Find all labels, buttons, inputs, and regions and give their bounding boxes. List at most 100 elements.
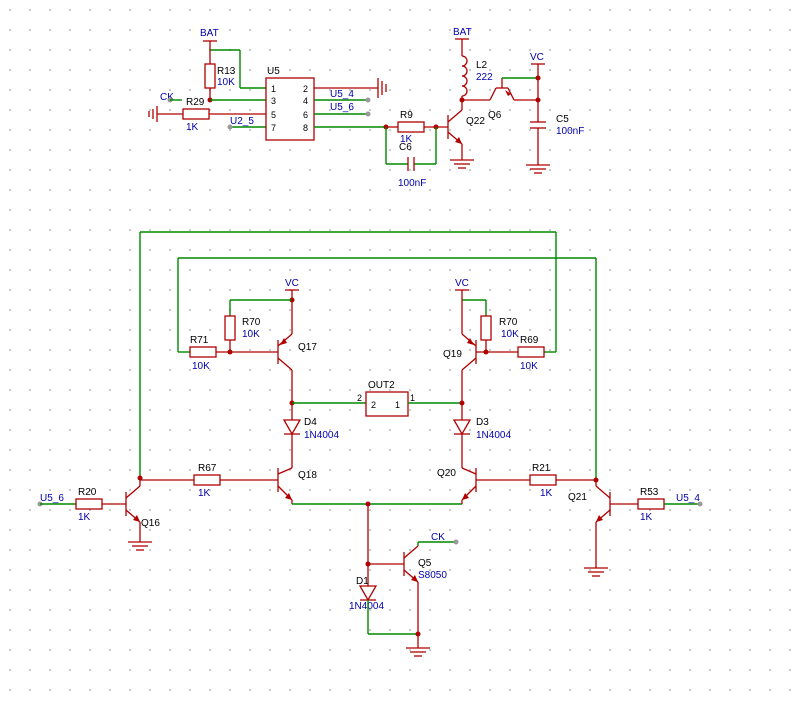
- capacitor-c6[interactable]: C6 100nF: [398, 142, 426, 189]
- diode-d1[interactable]: D1 1N4004: [349, 576, 384, 612]
- junction: [137, 475, 143, 481]
- transistor-q19[interactable]: Q19: [443, 333, 477, 371]
- bat-net-label: BAT: [200, 28, 219, 39]
- c6-ref: C6: [399, 142, 412, 153]
- l2-value: 222: [476, 72, 493, 83]
- u5-4-port: [365, 97, 371, 103]
- resistor-r67[interactable]: R67 1K: [140, 463, 278, 499]
- resistor-r53[interactable]: R53 1K: [610, 487, 665, 523]
- u5-4-net-label: U5_4: [330, 89, 354, 100]
- q21-ref: Q21: [568, 492, 587, 503]
- r29-ref: R29: [186, 97, 205, 108]
- r21-ref: R21: [532, 463, 551, 474]
- r29-value: 1K: [186, 122, 199, 133]
- q22-ref: Q22: [466, 116, 485, 127]
- ground-symbol-q21: [584, 567, 608, 577]
- bat-power-symbol: BAT: [200, 28, 219, 50]
- transistor-q18[interactable]: Q18: [277, 467, 317, 501]
- r9-value: 1K: [400, 134, 413, 145]
- vc-net-label-right: VC: [455, 278, 469, 289]
- c5-value: 100nF: [556, 126, 584, 137]
- d4-value: 1N4004: [304, 430, 339, 441]
- q19-ref: Q19: [443, 349, 462, 360]
- u5-4-net-label-right: U5_4: [676, 493, 700, 504]
- u5-4-port-right: [697, 501, 703, 507]
- q20-ref: Q20: [437, 468, 456, 479]
- transistor-q5[interactable]: Q5 S8050: [403, 545, 447, 583]
- resistor-r9[interactable]: R9 1K: [386, 110, 448, 145]
- vc-power-symbol-top: VC: [530, 52, 545, 78]
- u5-pin-2: 2: [303, 84, 308, 94]
- transistor-q20[interactable]: Q20: [437, 467, 477, 501]
- r67-value: 1K: [198, 488, 211, 499]
- d4-ref: D4: [304, 417, 317, 428]
- u5-pin-1: 1: [271, 84, 276, 94]
- ck-port-bottom: [453, 539, 459, 545]
- resistor-r29[interactable]: R29 1K: [182, 97, 266, 133]
- resistor-r70-left[interactable]: R70 10K: [224, 315, 261, 352]
- resistor-r21[interactable]: R21 1K: [476, 463, 596, 499]
- q17-ref: Q17: [298, 342, 317, 353]
- r13-value: 10K: [217, 77, 235, 88]
- ground-symbol-q22: [450, 159, 474, 169]
- out2-pin-1-inner: 1: [395, 400, 400, 410]
- diode-d3[interactable]: D3 1N4004: [452, 417, 511, 441]
- vc-net-label-left: VC: [285, 278, 299, 289]
- transistor-q17[interactable]: Q17: [277, 333, 317, 371]
- transistor-q6[interactable]: Q6: [488, 78, 515, 121]
- r70-right-ref: R70: [499, 317, 518, 328]
- d3-ref: D3: [476, 417, 489, 428]
- r70-left-ref: R70: [242, 317, 261, 328]
- r20-value: 1K: [78, 512, 91, 523]
- transistor-q16[interactable]: Q16: [125, 485, 160, 529]
- r20-ref: R20: [78, 487, 97, 498]
- resistor-r69[interactable]: R69 10K: [476, 335, 545, 372]
- u5-6-port: [365, 111, 371, 117]
- out2-pin-2-inner: 2: [371, 400, 376, 410]
- d1-value: 1N4004: [349, 601, 384, 612]
- out2-pin-2-outer: 2: [357, 393, 362, 403]
- r70-right-value: 10K: [501, 329, 519, 340]
- r53-value: 1K: [640, 512, 653, 523]
- r71-value: 10K: [192, 361, 210, 372]
- u5-pin-5: 5: [271, 110, 276, 120]
- ground-symbol-q5: [406, 647, 430, 657]
- ground-symbol-u5: [377, 78, 387, 98]
- r53-ref: R53: [640, 487, 659, 498]
- u5-pin-4: 4: [303, 96, 308, 106]
- vc-power-symbol-left: VC: [285, 278, 299, 300]
- resistor-r20[interactable]: R20 1K: [75, 487, 126, 523]
- c5-ref: C5: [556, 114, 569, 125]
- u2-5-net-label: U2_5: [230, 116, 254, 127]
- connector-out2[interactable]: OUT2 2 1 2 1: [357, 380, 415, 417]
- q5-value: S8050: [418, 570, 447, 581]
- resistor-r70-right[interactable]: R70 10K: [480, 315, 519, 352]
- d1-ref: D1: [356, 576, 369, 587]
- vc-power-symbol-right: VC: [455, 278, 469, 300]
- r70-left-value: 10K: [242, 329, 260, 340]
- junction: [415, 631, 421, 637]
- ground-symbol-q16: [128, 541, 152, 551]
- ic-u5[interactable]: U5 1 3 5 7 2 4 6 8: [265, 66, 315, 141]
- junction: [535, 97, 541, 103]
- resistor-r71[interactable]: R71 10K: [189, 335, 278, 372]
- ck-net-label-top: CK: [160, 92, 174, 103]
- u5-pin-7: 7: [271, 123, 276, 133]
- out2-pin-1-outer: 1: [410, 393, 415, 403]
- u2-5-port: [227, 124, 233, 130]
- transistor-q21[interactable]: Q21: [568, 485, 611, 523]
- u5-pin-3: 3: [271, 96, 276, 106]
- ground-symbol-left: [148, 106, 158, 122]
- d3-value: 1N4004: [476, 430, 511, 441]
- r21-value: 1K: [540, 488, 553, 499]
- resistor-r13[interactable]: R13 10K: [204, 50, 236, 100]
- r69-ref: R69: [520, 335, 539, 346]
- u5-6-net-label-left: U5_6: [40, 493, 64, 504]
- inductor-l2[interactable]: L2 222: [461, 55, 493, 97]
- r69-value: 10K: [520, 361, 538, 372]
- transistor-q22[interactable]: Q22: [447, 109, 485, 145]
- u5-pin-6: 6: [303, 110, 308, 120]
- r9-ref: R9: [400, 110, 413, 121]
